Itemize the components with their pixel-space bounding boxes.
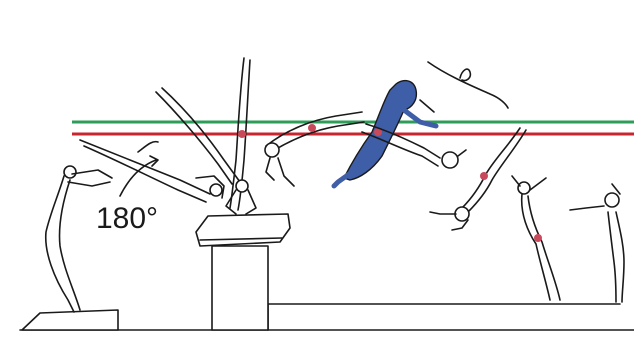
gymnast-phase-preflight <box>80 140 224 202</box>
marker-hip <box>308 124 316 132</box>
marker-hip <box>238 130 246 138</box>
trajectory-arrow <box>428 62 508 108</box>
gymnast-phase-stand <box>570 184 624 302</box>
gymnast-phase-takeoff <box>46 166 112 312</box>
vaulting-table <box>196 214 290 330</box>
gymnast-phase-landing <box>512 176 560 300</box>
angle-label: 180° <box>96 202 158 235</box>
rotation-arc <box>120 156 158 196</box>
marker-hip <box>480 172 488 180</box>
gymnast-phase-descent <box>430 128 526 230</box>
landing-mat <box>268 304 620 330</box>
springboard <box>22 310 118 330</box>
gymnast-phase-handstand <box>156 58 256 214</box>
marker-hip <box>534 234 542 242</box>
